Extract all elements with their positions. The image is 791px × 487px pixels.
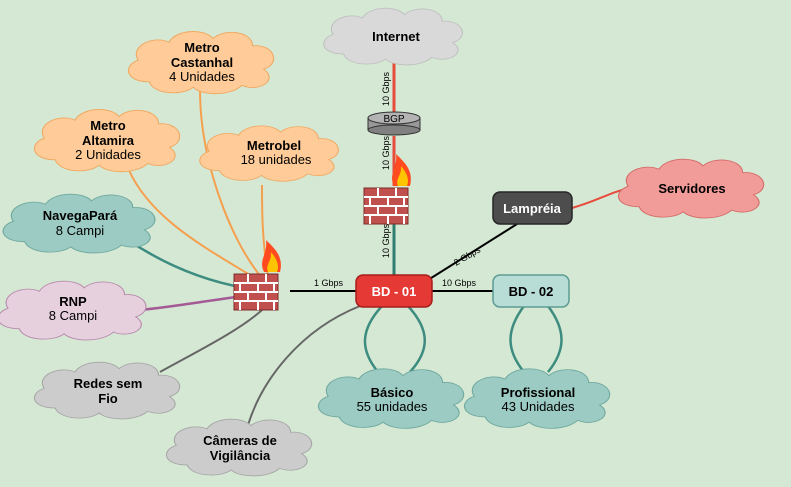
cloud-navegapara-title: NavegaPará — [43, 208, 118, 223]
cloud-redes-sem-fio-line2: Fio — [98, 391, 118, 406]
label-internet-bgp: 10 Gbps — [381, 71, 391, 106]
cloud-profissional-title: Profissional — [501, 385, 575, 400]
firewall-left-icon — [233, 239, 282, 311]
cloud-navegapara-sub: 8 Campi — [56, 223, 105, 238]
node-bd01: BD - 01 — [355, 274, 433, 308]
cloud-metro-castanhal-sub: 4 Unidades — [169, 69, 235, 84]
node-lampreia: Lampréia — [492, 191, 573, 225]
label-firewall-bd01: 10 Gbps — [381, 223, 391, 258]
cloud-rnp-sub: 8 Campi — [49, 308, 98, 323]
cloud-metrobel-sub: 18 unidades — [241, 152, 312, 167]
link-altamira — [127, 167, 259, 281]
link-castanhal — [199, 89, 263, 279]
cloud-profissional-sub: 43 Unidades — [502, 399, 575, 414]
node-lampreia-label: Lampréia — [503, 201, 562, 216]
node-bd01-label: BD - 01 — [372, 284, 417, 299]
cloud-cameras-line1: Câmeras de — [203, 433, 277, 448]
label-firewall-left-bd01: 1 Gbps — [314, 278, 344, 288]
cloud-metro-castanhal-line2: Castanhal — [171, 55, 233, 70]
label-bd01-lampreia: 2 Gbps — [452, 244, 483, 267]
link-rnp — [139, 294, 246, 312]
cloud-servidores-title: Servidores — [658, 181, 725, 196]
cloud-metro-altamira-line1: Metro — [90, 118, 125, 133]
link-bd01-basico-a — [363, 305, 383, 373]
link-redes-sem-fio — [159, 309, 263, 373]
bgp-label: BGP — [383, 114, 404, 125]
cloud-cameras-line2: Vigilância — [210, 448, 271, 463]
link-bd01-basico-b — [407, 305, 426, 373]
link-bd02-prof-b — [546, 305, 563, 373]
cloud-metro-altamira-line2: Altamira — [82, 133, 135, 148]
link-bd02-prof-a — [509, 305, 526, 373]
cloud-metrobel-title: Metrobel — [247, 138, 301, 153]
cloud-basico-sub: 55 unidades — [357, 399, 428, 414]
node-bd02: BD - 02 — [492, 274, 570, 308]
cloud-rnp-title: RNP — [59, 294, 87, 309]
cloud-basico-title: Básico — [371, 385, 414, 400]
cloud-redes-sem-fio-line1: Redes sem — [74, 376, 143, 391]
bgp-router: BGP — [367, 111, 421, 136]
label-bd01-bd02: 10 Gbps — [442, 278, 477, 288]
label-bgp-firewall: 10 Gbps — [381, 135, 391, 170]
cloud-metro-altamira-sub: 2 Unidades — [75, 147, 141, 162]
link-cameras — [247, 305, 361, 426]
cloud-internet-title: Internet — [372, 29, 420, 44]
cloud-metro-castanhal-line1: Metro — [184, 40, 219, 55]
link-bd01-lampreia — [427, 223, 518, 281]
node-bd02-label: BD - 02 — [509, 284, 554, 299]
